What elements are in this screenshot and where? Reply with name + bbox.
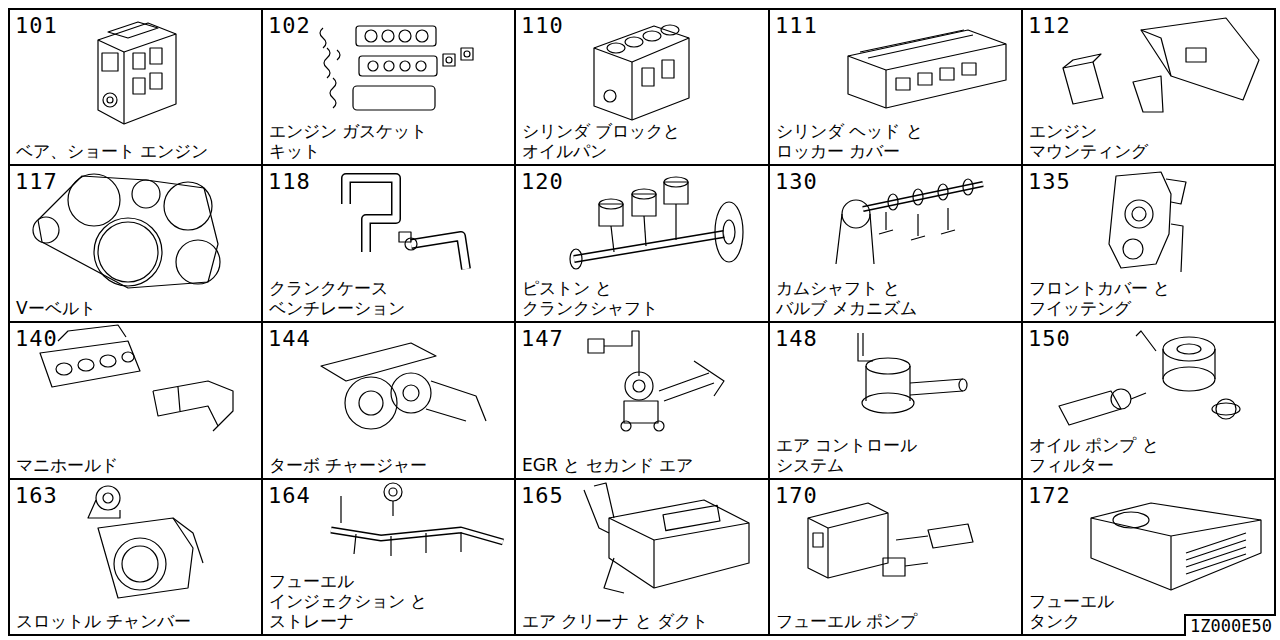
section-number: 117: [15, 169, 58, 194]
catalog-cell: 140 マニホールド: [8, 321, 263, 480]
fuel-tank-illustration: [1091, 503, 1261, 590]
drawing-code: 1Z000E50: [1184, 614, 1276, 636]
fuel-pump-illustration: [808, 503, 973, 578]
section-name: クランクケース ベンチレーション: [269, 278, 499, 318]
section-number: 165: [521, 483, 564, 508]
section-name: ターボ チャージャー: [269, 455, 427, 475]
section-name: マニホールド: [16, 455, 118, 475]
section-name: エンジン マウンティング: [1029, 121, 1179, 161]
injection-illustration: [331, 483, 503, 556]
section-number: 120: [521, 169, 564, 194]
section-name: フューエル インジェクション と ストレーナ: [269, 571, 449, 631]
section-number: 118: [268, 169, 311, 194]
section-number: 164: [268, 483, 311, 508]
camshaft-illustration: [836, 179, 983, 264]
section-number: 148: [775, 326, 818, 351]
engine-illustration: [98, 22, 176, 124]
section-number: 111: [775, 13, 818, 38]
section-number: 140: [15, 326, 58, 351]
catalog-cell: 165 エア クリーナ と ダクト: [514, 478, 770, 636]
section-name: シリンダ ヘッド と ロッカー カバー: [776, 121, 976, 161]
catalog-cell: 101 ベア、ショート エンジン: [8, 8, 263, 166]
section-name: シリンダ ブロックと オイルパン: [522, 121, 752, 161]
catalog-cell: 102 エンジン ガスケット キット: [261, 8, 516, 166]
head-illustration: [848, 30, 1006, 108]
catalog-cell: 150 オイル ポンプ と フィルター: [1021, 321, 1276, 480]
section-name: EGR と セカンド エア: [522, 455, 693, 475]
oil-filter-illustration: [1059, 331, 1240, 425]
section-number: 163: [15, 483, 58, 508]
crank-illustration: [570, 177, 743, 269]
section-number: 102: [268, 13, 311, 38]
section-name: スロットル チャンバー: [16, 611, 191, 631]
section-number: 144: [268, 326, 311, 351]
section-name: ピストン と クランクシャフト: [522, 278, 722, 318]
egr-illustration: [588, 331, 724, 431]
section-name: オイル ポンプ と フィルター: [1029, 435, 1209, 475]
section-number: 147: [521, 326, 564, 351]
section-name: エア コントロール システム: [776, 435, 956, 475]
air-cleaner-illustration: [584, 483, 749, 593]
air-control-illustration: [858, 333, 967, 413]
section-name: エンジン ガスケット キット: [269, 121, 469, 161]
section-name: フロントカバー と フイッテング: [1029, 278, 1259, 318]
catalog-cell: 147EGR と セカンド エア: [514, 321, 770, 480]
section-number: 112: [1028, 13, 1071, 38]
catalog-cell: 135 フロントカバー と フイッテング: [1021, 164, 1276, 323]
gasket-illustration: [320, 26, 473, 110]
catalog-cell: 163 スロットル チャンバー: [8, 478, 263, 636]
catalog-cell: 130 カムシャフト と バルブ メカニズム: [768, 164, 1023, 323]
catalog-cell: 144 ターボ チャージャー: [261, 321, 516, 480]
section-number: 101: [15, 13, 58, 38]
manifold-illustration: [40, 325, 233, 431]
hose-illustration: [346, 178, 466, 269]
catalog-cell: 148 エア コントロール システム: [768, 321, 1023, 480]
catalog-cell: 170 フューエル ポンプ: [768, 478, 1023, 636]
catalog-cell: 110 シリンダ ブロックと オイルパン: [514, 8, 770, 166]
section-name: フューエル タンク: [1029, 591, 1149, 631]
cover-illustration: [1109, 172, 1186, 272]
section-number: 130: [775, 169, 818, 194]
turbo-illustration: [321, 343, 486, 429]
section-number: 135: [1028, 169, 1071, 194]
catalog-cell: 111 シリンダ ヘッド と ロッカー カバー: [768, 8, 1023, 166]
mount-illustration: [1063, 18, 1259, 112]
section-name: カムシャフト と バルブ メカニズム: [776, 278, 936, 318]
section-number: 150: [1028, 326, 1071, 351]
section-name: Vーベルト: [16, 298, 96, 318]
catalog-cell: 120 ピストン と クランクシャフト: [514, 164, 770, 323]
block-illustration: [594, 25, 689, 120]
catalog-cell: 112 エンジン マウンティング: [1021, 8, 1276, 166]
catalog-cell: 164 フューエル インジェクション と ストレーナ: [261, 478, 516, 636]
throttle-illustration: [88, 486, 203, 598]
section-number: 170: [775, 483, 818, 508]
section-number: 110: [521, 13, 564, 38]
belt-illustration: [33, 174, 220, 288]
catalog-cell: 172 フューエル タンク: [1021, 478, 1276, 636]
catalog-cell: 118 クランクケース ベンチレーション: [261, 164, 516, 323]
section-name: エア クリーナ と ダクト: [522, 611, 708, 631]
section-name: フューエル ポンプ: [776, 611, 917, 631]
section-number: 172: [1028, 483, 1071, 508]
section-name: ベア、ショート エンジン: [16, 141, 208, 161]
catalog-cell: 117Vーベルト: [8, 164, 263, 323]
